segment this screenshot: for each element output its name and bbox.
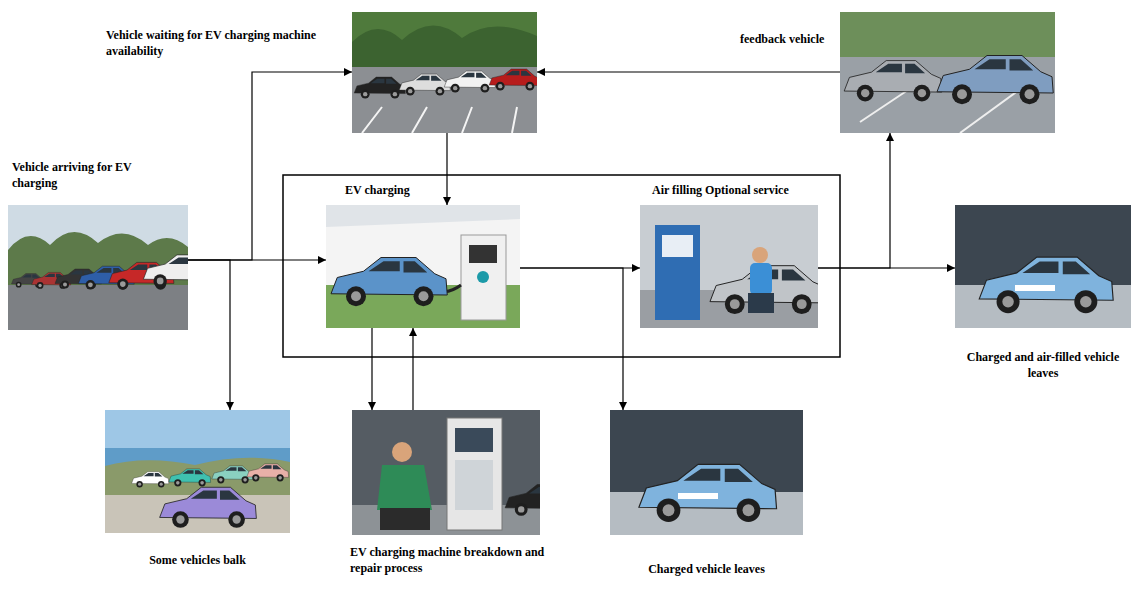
service-boundary — [283, 175, 840, 357]
photo-node: Charged vehicle leaves — [610, 410, 803, 535]
photo-node: Vehicle waiting for EV charging machine … — [352, 12, 537, 133]
flow-arrow — [520, 268, 623, 410]
feedback-photo — [840, 12, 1055, 133]
photo-node: feedback vehicle — [840, 12, 1055, 133]
node-caption: Air filling Optional service — [652, 183, 789, 199]
taxi-photo — [955, 205, 1131, 328]
flow-arrow — [371, 328, 372, 410]
node-caption: EV charging — [345, 183, 410, 199]
photo-node: EV charging — [326, 205, 520, 328]
balk-photo — [105, 410, 290, 533]
node-caption: Charged and air-filled vehicle leaves — [955, 350, 1131, 381]
charging-photo — [326, 205, 520, 328]
node-caption: Charged vehicle leaves — [610, 562, 803, 578]
node-caption: Some vehicles balk — [105, 553, 290, 569]
flow-arrow — [188, 260, 230, 410]
taxi-photo — [610, 410, 803, 535]
flow-arrow — [188, 72, 352, 260]
parking-photo — [352, 12, 540, 133]
node-caption: Vehicle waiting for EV charging machine … — [106, 28, 321, 59]
repair-photo — [352, 410, 580, 535]
queue-photo — [8, 205, 221, 330]
photo-node: Some vehicles balk — [105, 410, 290, 533]
photo-node: Air filling Optional service — [640, 205, 818, 328]
photo-node: EV charging machine breakdown and repair… — [352, 410, 540, 535]
node-caption: Vehicle arriving for EV charging — [12, 160, 152, 191]
photo-node: Vehicle arriving for EV charging — [8, 205, 188, 330]
flow-arrow — [412, 328, 413, 410]
photo-node: Charged and air-filled vehicle leaves — [955, 205, 1131, 328]
flow-arrow — [537, 71, 840, 72]
node-caption: EV charging machine breakdown and repair… — [350, 545, 565, 576]
flow-arrow — [818, 133, 890, 268]
node-caption: feedback vehicle — [740, 32, 824, 48]
air-filling-photo — [640, 205, 825, 328]
flow-arrow — [446, 133, 447, 205]
